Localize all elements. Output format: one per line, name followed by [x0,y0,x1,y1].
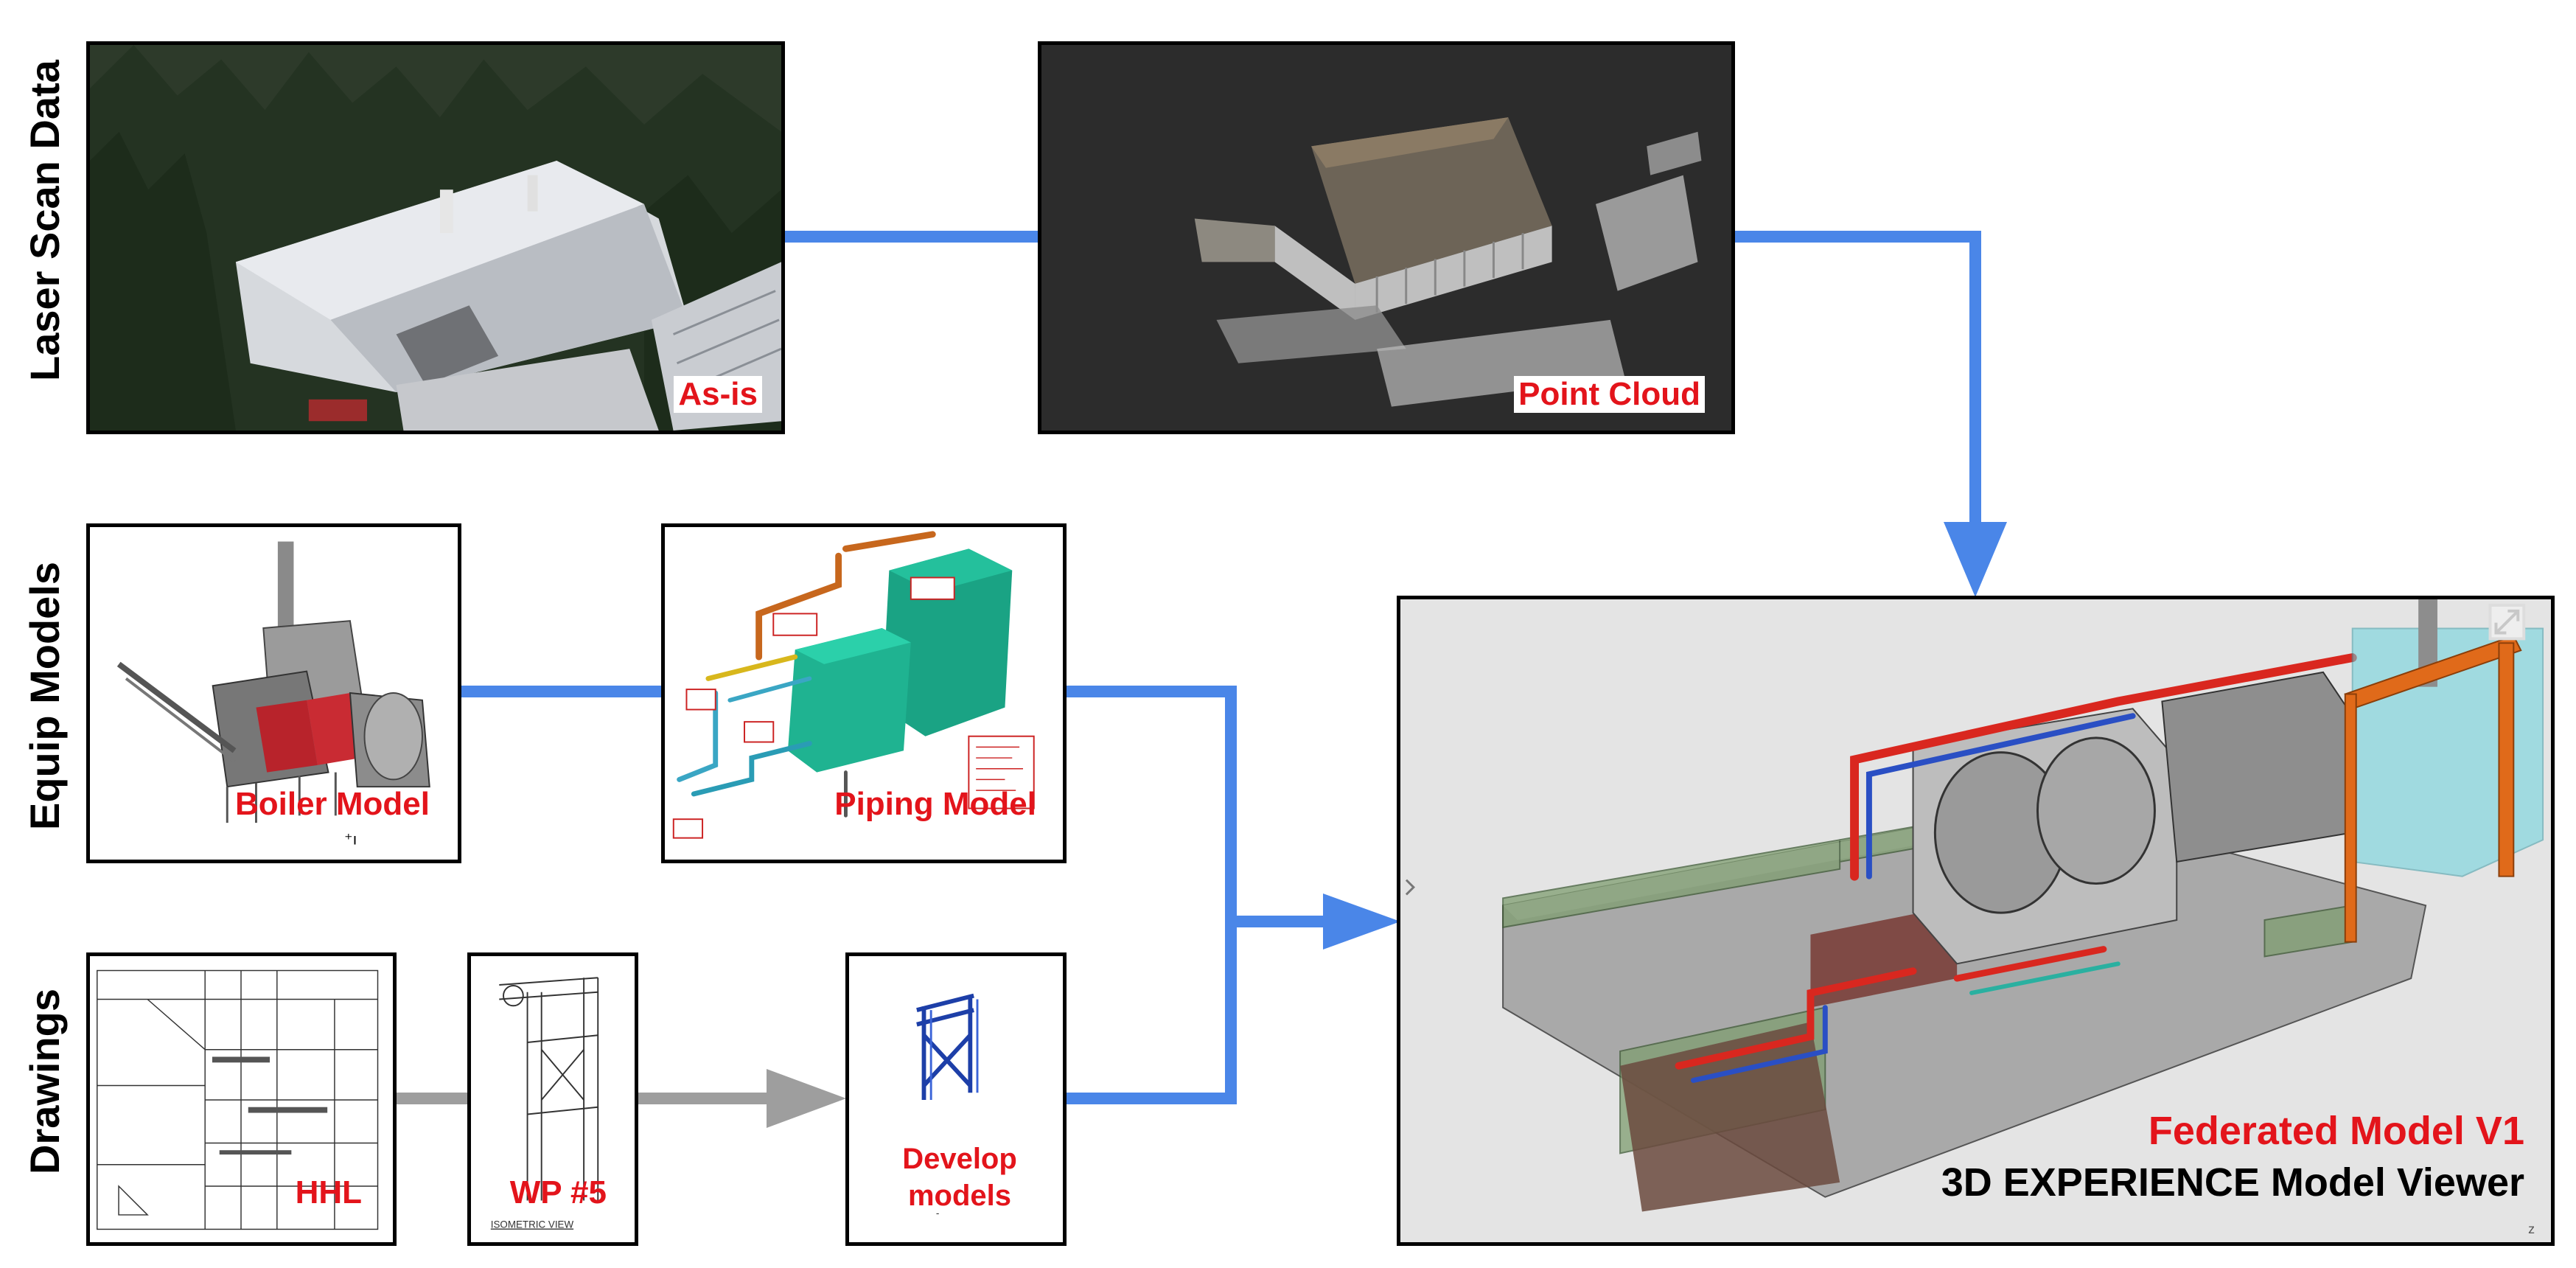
svg-text:⁺ı: ⁺ı [344,830,357,848]
federated-model-viewer-panel: z Federated Model V1 3D EXPERIENCE Model… [1397,596,2555,1246]
develop-models-panel: - Develop models [845,952,1067,1246]
point-cloud-panel: Point Cloud [1038,41,1735,434]
row-label-laser-scan: Laser Scan Data [21,60,68,381]
caption-hhl: HHL [295,1174,362,1210]
hhl-drawing-panel: HHL [86,952,397,1246]
caption-develop-line2: models [907,1180,1012,1212]
caption-piping-model: Piping Model [834,785,1036,822]
svg-text:-: - [936,1208,940,1219]
federated-model-image: z [1400,599,2551,1242]
arrowhead-down-federated [1944,522,2007,597]
svg-text:ISOMETRIC VIEW: ISOMETRIC VIEW [491,1219,574,1230]
wp5-drawing-panel: ISOMETRIC VIEW WP #5 [467,952,638,1246]
connector-piping-merge [1066,686,1237,1104]
boiler-model-image: ⁺ı [90,527,458,860]
svg-text:z: z [2528,1222,2535,1236]
caption-develop-line1: Develop [902,1143,1017,1175]
caption-boiler-model: Boiler Model [234,785,430,822]
piping-model-image [665,527,1063,860]
wp5-drawing-image: ISOMETRIC VIEW [471,956,635,1242]
expand-icon [2488,603,2526,641]
row-label-drawings: Drawings [21,988,68,1175]
row-label-equip-models: Equip Models [21,562,68,830]
connector-pointcloud-federated [1734,231,1981,531]
arrowhead-right-federated [1323,893,1400,950]
boiler-model-panel: ⁺ı Boiler Model [86,523,461,863]
caption-wp5: WP #5 [509,1174,607,1210]
develop-models-image: - [849,956,1063,1242]
federated-model-title: Federated Model V1 [2148,1109,2524,1153]
point-cloud-image [1041,45,1731,431]
arrowhead-right-develop [767,1069,846,1128]
caption-point-cloud: Point Cloud [1514,375,1705,413]
federated-model-subtitle: 3D EXPERIENCE Model Viewer [1941,1160,2524,1205]
building-photo-image [90,45,781,431]
as-is-photo-panel: As-is [86,41,785,434]
chevron-right-icon [1405,879,1415,896]
caption-as-is: As-is [674,375,762,413]
piping-model-panel: Piping Model [661,523,1067,863]
hhl-drawing-image [90,956,393,1242]
